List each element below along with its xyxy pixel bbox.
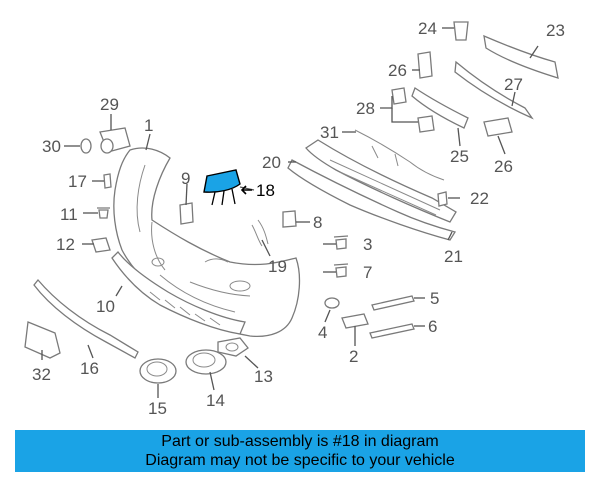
label-8: 8 (313, 213, 322, 232)
bracket-28a-part (391, 87, 407, 105)
label-7: 7 (363, 263, 372, 282)
wiring-harness-31-part (354, 129, 445, 181)
reinforcement-21-part (305, 139, 457, 223)
banner-line-1: Part or sub-assembly is #18 in diagram (161, 433, 439, 450)
label-12: 12 (56, 235, 75, 254)
label-26b: 26 (494, 157, 513, 176)
bumper-exploded-diagram: 1 2 3 4 5 6 7 8 9 10 11 12 13 14 15 16 1… (24, 19, 565, 418)
fog-lamp-cover-part (217, 337, 249, 357)
label-2: 2 (349, 347, 358, 366)
screw-22-part (437, 191, 448, 207)
sensor-part (99, 127, 131, 154)
label-27: 27 (504, 75, 523, 94)
label-24: 24 (418, 19, 437, 38)
bolt-7-part (333, 263, 349, 278)
label-19: 19 (268, 257, 287, 276)
label-16: 16 (80, 359, 99, 378)
bumper-molding-strip-part (33, 278, 139, 359)
reflector-6-part (369, 323, 415, 339)
bolt-3-part (333, 235, 349, 250)
label-1: 1 (144, 116, 153, 135)
label-6: 6 (428, 317, 437, 336)
sensor-ring-part (80, 138, 92, 154)
arrow-18-icon (240, 185, 252, 195)
label-22: 22 (470, 189, 489, 208)
label-4: 4 (318, 323, 327, 342)
label-25: 25 (450, 147, 469, 166)
reinforcement-detail (329, 159, 441, 216)
bracket-26-top-part (417, 51, 433, 79)
retainer-9-part (179, 202, 194, 225)
banner-line-2: Diagram may not be specific to your vehi… (145, 452, 455, 469)
bracket-2-part (341, 313, 369, 329)
label-18: 18 (256, 181, 275, 200)
clip-24-part (453, 21, 469, 41)
fog-lamp-bezel-right-part (185, 349, 227, 375)
label-3: 3 (363, 235, 372, 254)
label-15: 15 (148, 399, 167, 418)
reflector-5-part (371, 295, 415, 311)
bracket-12-part (91, 237, 111, 253)
license-bracket-part (24, 321, 61, 359)
trim-23-part (483, 34, 559, 79)
label-17: 17 (68, 172, 87, 191)
label-5: 5 (430, 289, 439, 308)
absorber-20-part (287, 159, 457, 241)
leader-lines (41, 27, 539, 398)
label-20: 20 (262, 153, 281, 172)
clip-19-part (251, 219, 269, 247)
lower-grille-part (111, 251, 246, 335)
label-30: 30 (42, 137, 61, 156)
label-14: 14 (206, 391, 225, 410)
fog-lamp-bezel-left-part (139, 358, 177, 384)
label-13: 13 (254, 367, 273, 386)
label-29: 29 (100, 95, 119, 114)
label-32: 32 (32, 365, 51, 384)
bracket-26-bottom-part (483, 117, 513, 137)
label-31: 31 (320, 123, 339, 142)
part-number-labels: 1 2 3 4 5 6 7 8 9 10 11 12 13 14 15 16 1… (32, 19, 565, 418)
nut-4-part (324, 297, 340, 309)
label-23: 23 (546, 21, 565, 40)
bolt-11-part (97, 207, 110, 219)
tow-hook-cover-part-highlighted (203, 169, 241, 206)
label-9: 9 (181, 169, 190, 188)
info-banner: Part or sub-assembly is #18 in diagram D… (15, 430, 585, 472)
support-25-part (411, 87, 469, 129)
retainer-8-part (282, 210, 297, 228)
label-21: 21 (444, 247, 463, 266)
label-28: 28 (356, 99, 375, 118)
bracket-28b-part (417, 115, 435, 133)
label-26a: 26 (388, 61, 407, 80)
label-10: 10 (96, 297, 115, 316)
clip-17-part (103, 173, 112, 189)
label-11: 11 (60, 205, 78, 224)
